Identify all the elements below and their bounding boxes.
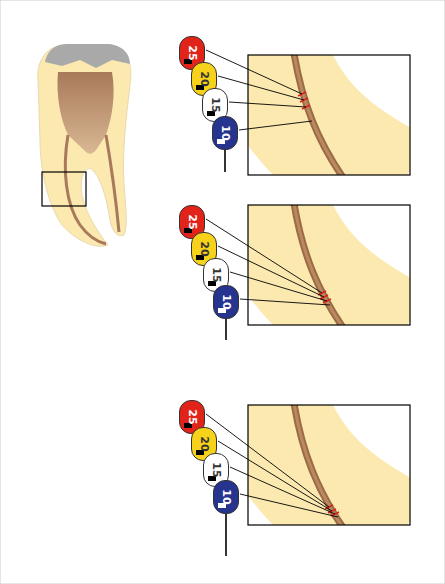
file-size: 20 xyxy=(199,71,210,86)
file-handle: 10 xyxy=(212,116,238,150)
tooth-outline xyxy=(38,45,131,246)
file-size: 10 xyxy=(220,125,231,140)
crown-surface xyxy=(45,44,130,68)
file-size: 15 xyxy=(211,267,222,282)
file-size: 25 xyxy=(187,409,198,424)
file-handle: 10 xyxy=(213,480,239,514)
file-size: 20 xyxy=(199,241,210,256)
magnified-canal xyxy=(248,55,410,175)
file-size: 25 xyxy=(187,45,198,60)
file-size: 10 xyxy=(221,294,232,309)
zoom-box xyxy=(42,172,86,206)
file-size: 15 xyxy=(211,462,222,477)
file-size: 15 xyxy=(210,97,221,112)
file-size: 10 xyxy=(221,489,232,504)
magnified-canal xyxy=(248,205,410,325)
file-size: 25 xyxy=(187,214,198,229)
tooth xyxy=(38,44,131,246)
file-size: 20 xyxy=(199,436,210,451)
file-handle: 10 xyxy=(213,285,239,319)
root-canal xyxy=(106,135,119,232)
